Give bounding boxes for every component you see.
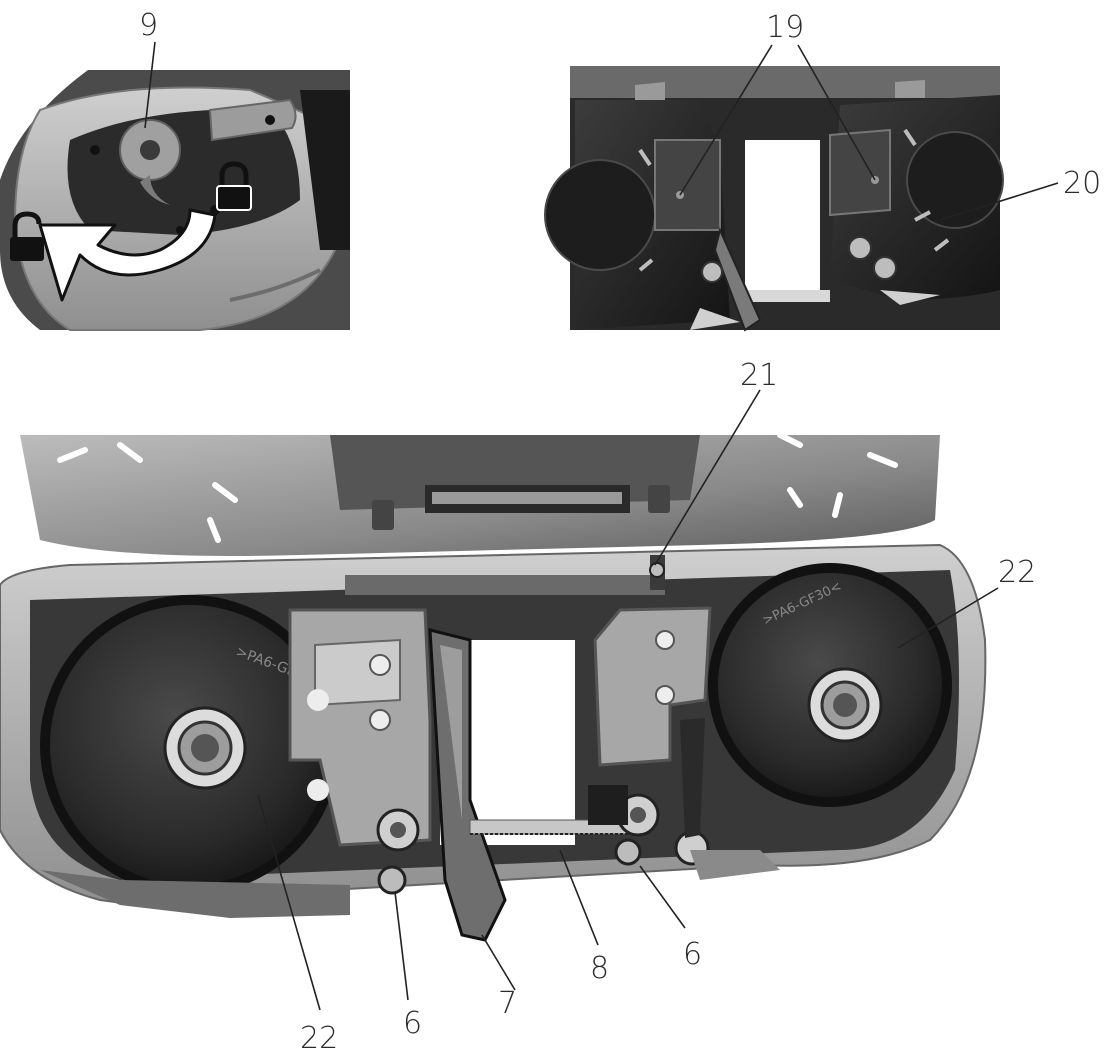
callout-22-right: 22 <box>998 555 1036 590</box>
closed-padlock-icon <box>216 161 252 211</box>
callout-22-left: 22 <box>300 1021 338 1056</box>
open-padlock-icon <box>10 211 44 261</box>
callout-6-left: 6 <box>403 1006 422 1041</box>
right-wheel: >PA6-GF30< <box>708 563 952 807</box>
callout-20: 20 <box>1063 166 1101 201</box>
callout-19: 19 <box>766 10 804 45</box>
curved-arrow-icon <box>38 208 217 302</box>
callout-9: 9 <box>139 8 158 43</box>
callout-21: 21 <box>740 358 778 393</box>
lock-lever-panel <box>0 70 350 332</box>
band-saw-panel: >PA6-GF30< >PA6-GF30< <box>0 432 987 942</box>
callout-7: 7 <box>498 986 517 1021</box>
callout-8: 8 <box>590 951 609 986</box>
callout-6-right: 6 <box>683 937 702 972</box>
upper-wheel-cover-panel <box>544 66 1004 332</box>
